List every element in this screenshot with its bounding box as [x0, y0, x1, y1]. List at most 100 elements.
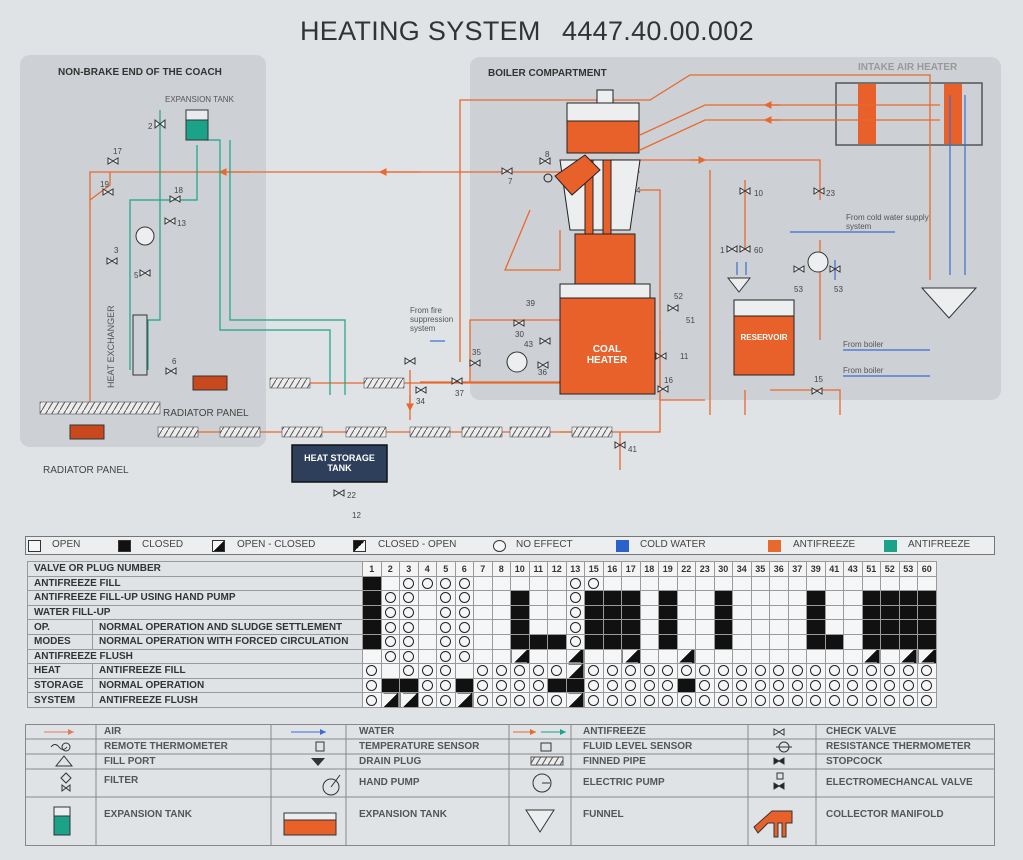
valve-state-cell: [380, 648, 400, 665]
valve-state-cell: [750, 619, 770, 635]
valve-state-cell: [454, 590, 474, 606]
valve-state-cell: [528, 604, 548, 621]
valve-state-cell: [362, 648, 382, 665]
legend-label: EXPANSION TANK: [359, 809, 447, 820]
valve-state-cell: [565, 590, 585, 606]
valve-state-cell: [732, 604, 752, 621]
valve-state-cell: [695, 604, 715, 621]
valve-number: 23: [826, 189, 835, 198]
legend-label: EXPANSION TANK: [104, 809, 192, 820]
valve-table-row: ANTIFREEZE FILL-UP USING HAND PUMP: [27, 590, 937, 606]
valve-state-cell: [417, 648, 437, 665]
valve-state-cell: [713, 604, 733, 621]
valve-number: 8: [545, 150, 550, 159]
row-mode-label: ANTIFREEZE FLUSH: [92, 692, 363, 708]
valve-column-header: 35: [750, 561, 770, 577]
valve-state-cell: [473, 677, 493, 694]
valve-state-cell: [824, 663, 844, 679]
valve-state-cell: [843, 648, 863, 665]
valve-column-header: 41: [824, 561, 844, 577]
valve-state-cell: [861, 619, 881, 635]
valve-state-cell: [732, 633, 752, 650]
symbol-legend: AIR WATER ANTIFREEZE CHECK VALVE REMOTE …: [25, 724, 995, 846]
valve-state-cell: [898, 604, 918, 621]
valve-column-header: 1: [362, 561, 382, 577]
valve-state-cell: [843, 663, 863, 679]
valve-state-cell: [565, 663, 585, 679]
valve-column-header: 37: [787, 561, 807, 577]
valve-state-cell: [399, 619, 419, 635]
valve-state-cell: [491, 575, 511, 592]
valve-column-header: 10: [510, 561, 530, 577]
valve-table-row: OP.NORMAL OPERATION AND SLUDGE SETTLEMEN…: [27, 619, 937, 635]
valve-state-cell: [399, 604, 419, 621]
valve-state-cell: [602, 677, 622, 694]
valve-state-cell: [898, 677, 918, 694]
valve-state-cell: [399, 648, 419, 665]
valve-state-cell: [602, 619, 622, 635]
legend-label: STOPCOCK: [826, 756, 883, 767]
valve-number: 10: [754, 189, 763, 198]
valve-state-cell: [621, 619, 641, 635]
row-group-label: OP.: [27, 619, 93, 635]
valve-state-cell: [454, 677, 474, 694]
valve-state-cell: [880, 619, 900, 635]
electric-pump-icon: [532, 773, 552, 793]
valve-column-header: 22: [676, 561, 696, 577]
valve-state-cell: [454, 648, 474, 665]
valve-state-cell: [362, 575, 382, 592]
row-mode-label: NORMAL OPERATION WITH FORCED CIRCULATION: [92, 633, 363, 650]
valve-column-header: 18: [639, 561, 659, 577]
valve-state-cell: [880, 663, 900, 679]
valve-state-cell: [861, 648, 881, 665]
valve-number: 4: [636, 186, 641, 195]
valve-state-cell: [824, 692, 844, 708]
valve-state-cell: [658, 633, 678, 650]
fill-port-icon: [54, 755, 74, 767]
valve-column-header: 8: [491, 561, 511, 577]
valve-state-cell: [528, 633, 548, 650]
valve-number: 30: [515, 330, 524, 339]
valve-state-cell: [528, 648, 548, 665]
radiator-panel-inner: [192, 375, 228, 391]
key-no-effect: NO EFFECT: [516, 539, 573, 550]
page-title: HEATING SYSTEM: [300, 16, 541, 46]
valve-state-cell: [510, 575, 530, 592]
valve-state-cell: [843, 575, 863, 592]
valve-number: 51: [686, 316, 695, 325]
valve-number: 43: [524, 340, 533, 349]
legend-label: RESISTANCE THERMOMETER: [826, 741, 971, 752]
row-mode-label: ANTIFREEZE FLUSH: [27, 648, 363, 665]
section-non-brake-end: NON-BRAKE END OF THE COACH: [58, 67, 222, 78]
valve-state-cell: [732, 663, 752, 679]
valve-column-header: 5: [436, 561, 456, 577]
key-closed-open: CLOSED - OPEN: [378, 539, 457, 550]
valve-state-cell: [436, 648, 456, 665]
valve-state-cell: [362, 677, 382, 694]
valve-state-cell: [454, 619, 474, 635]
remote-thermometer: [135, 226, 155, 246]
valve-state-cell: [491, 590, 511, 606]
valve-state-cell: [417, 619, 437, 635]
valve-state-cell: [806, 677, 826, 694]
valve-number: 11: [680, 352, 689, 361]
legend-label: HAND PUMP: [359, 777, 420, 788]
valve-number: 7: [508, 177, 513, 186]
valve-state-cell: [454, 692, 474, 708]
valve-state-cell: [695, 619, 715, 635]
row-mode-label: ANTIFREEZE FILL-UP USING HAND PUMP: [27, 590, 363, 606]
valve-column-header: 52: [880, 561, 900, 577]
collector-manifold: [554, 154, 601, 196]
valve-state-cell: [732, 677, 752, 694]
valve-state-cell: [658, 575, 678, 592]
valve-state-cell: [824, 648, 844, 665]
valve-state-cell: [898, 590, 918, 606]
valve-state-cell: [621, 633, 641, 650]
valve-state-cell: [658, 590, 678, 606]
valve-state-cell: [695, 648, 715, 665]
section-intake-air-heater: INTAKE AIR HEATER: [858, 62, 958, 73]
valve-state-cell: [621, 663, 641, 679]
valve-state-cell: [436, 692, 456, 708]
